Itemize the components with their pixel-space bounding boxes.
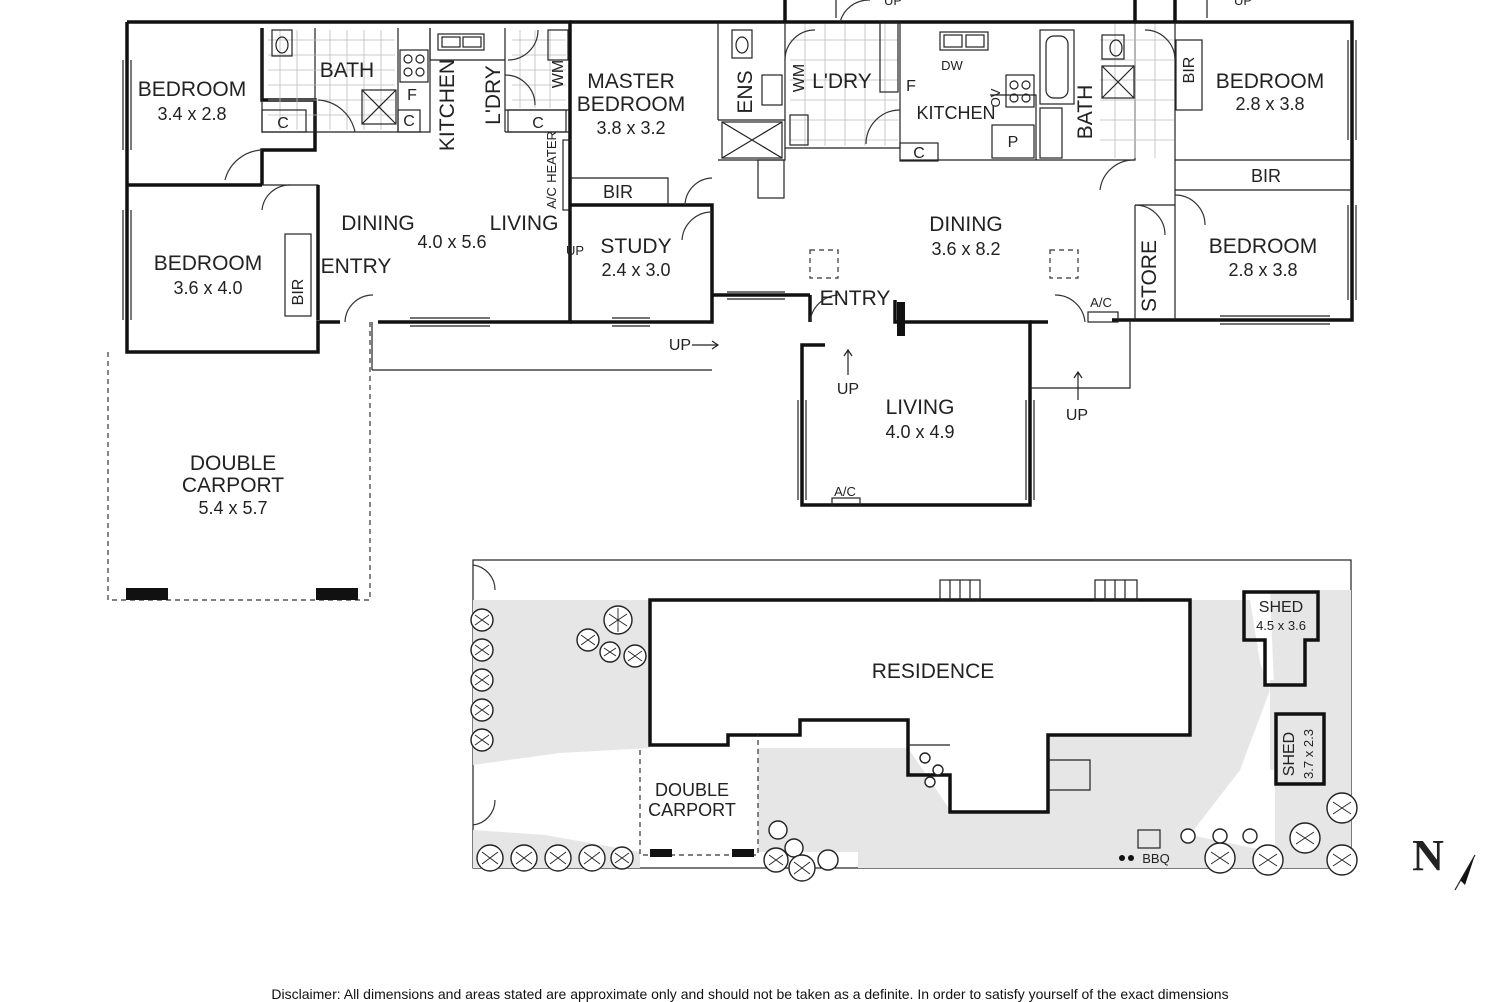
bedroom-sw-dims: 3.6 x 4.0 <box>173 278 242 298</box>
right-bath-label: BATH <box>1074 85 1097 139</box>
right-wm-label: WM <box>791 64 808 92</box>
bath-tiles <box>268 30 566 130</box>
study-name: STUDY <box>600 235 671 258</box>
ensuite-laundry-tiles <box>790 24 1174 158</box>
pantry-label: P <box>1008 134 1019 151</box>
bedroom-se-name: BEDROOM <box>1209 235 1318 258</box>
entry-label: ENTRY <box>321 255 392 278</box>
bedroom-se-dims: 2.8 x 3.8 <box>1228 260 1297 280</box>
cupboard-2: C <box>403 113 415 130</box>
bath-label: BATH <box>320 59 374 82</box>
shed1-name: SHED <box>1259 599 1303 616</box>
bedroom-ne-name: BEDROOM <box>1216 70 1325 93</box>
residence-label: RESIDENCE <box>872 660 995 683</box>
disclaimer-text: Disclaimer: All dimensions and areas sta… <box>271 986 1229 1002</box>
right-entry-label: ENTRY <box>820 287 891 310</box>
site-carport-line1: DOUBLE <box>655 780 729 800</box>
store-label: STORE <box>1138 240 1161 312</box>
master-bedroom-line1: MASTER <box>587 70 675 93</box>
bedroom-nw-name: BEDROOM <box>138 78 247 101</box>
bedroom-sw-name: BEDROOM <box>154 252 263 275</box>
bir-label: BIR <box>290 279 307 306</box>
dw-label: DW <box>941 58 963 73</box>
up-label-left: UP <box>669 337 691 354</box>
right-laundry-label: L'DRY <box>812 70 872 93</box>
study-dims: 2.4 x 3.0 <box>601 260 670 280</box>
site-carport-line2: CARPORT <box>648 800 736 820</box>
shed2-dims: 3.7 x 2.3 <box>1301 729 1316 779</box>
carport-dims: 5.4 x 5.7 <box>198 498 267 518</box>
site-trees <box>470 605 1358 882</box>
cupboard-3: C <box>532 115 544 132</box>
right-living-dims: 4.0 x 4.9 <box>885 422 954 442</box>
carport-name-line1: DOUBLE <box>190 452 276 475</box>
right-unit <box>570 0 1357 507</box>
laundry-label: L'DRY <box>482 65 505 125</box>
bedroom-nw-dims: 3.4 x 2.8 <box>157 104 226 124</box>
master-bedroom-line2: BEDROOM <box>577 93 686 116</box>
left-unit <box>107 20 712 601</box>
up-label-top-b: UP <box>1234 0 1252 8</box>
master-bedroom-dims: 3.8 x 3.2 <box>596 118 665 138</box>
shed1-dims: 4.5 x 3.6 <box>1256 618 1306 633</box>
bedroom-ne-bir: BIR <box>1181 57 1198 84</box>
up-label-entry: UP <box>837 381 859 398</box>
cupboard-1: C <box>277 115 289 132</box>
fridge-label: F <box>407 87 417 104</box>
living-ac-label: A/C <box>834 484 856 499</box>
bbq-label: BBQ <box>1142 851 1169 866</box>
heater-label: HEATER <box>544 131 559 183</box>
master-bir-label: BIR <box>603 182 633 202</box>
ac-label: A/C <box>544 187 559 209</box>
ov-label: OV <box>988 88 1003 107</box>
up-label-inside: UP <box>566 243 584 258</box>
right-cupboard-label: C <box>913 145 925 162</box>
bedroom-se-bir: BIR <box>1251 166 1281 186</box>
north-arrow-label: N <box>1412 831 1444 880</box>
kitchen-label: KITCHEN <box>436 59 459 151</box>
right-fridge-label: F <box>906 78 916 95</box>
carport-name-line2: CARPORT <box>182 474 284 497</box>
living-label: LIVING <box>490 212 559 235</box>
entry-ac-label: A/C <box>1090 295 1112 310</box>
wm-label: WM <box>550 60 567 88</box>
right-dining-name: DINING <box>929 213 1003 236</box>
bedroom-ne-dims: 2.8 x 3.8 <box>1235 94 1304 114</box>
right-kitchen-label: KITCHEN <box>916 103 995 123</box>
right-living-name: LIVING <box>886 396 955 419</box>
site-plan <box>472 559 1476 891</box>
right-dining-dims: 3.6 x 8.2 <box>931 239 1000 259</box>
dining-dims: 4.0 x 5.6 <box>417 232 486 252</box>
up-label-side: UP <box>1066 407 1088 424</box>
ensuite-label: ENS <box>734 70 757 113</box>
shed2-name: SHED <box>1281 732 1298 776</box>
dining-name: DINING <box>341 212 415 235</box>
up-label-top-a: UP <box>884 0 902 8</box>
